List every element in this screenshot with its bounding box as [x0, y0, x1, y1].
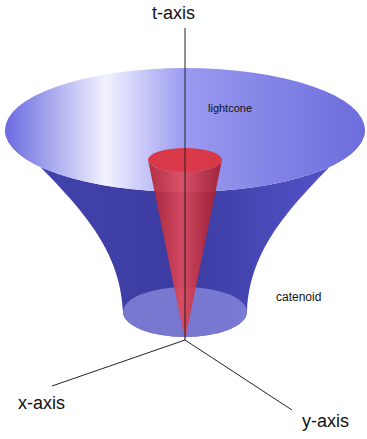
axis-label: x-axis	[18, 394, 65, 412]
axis-label: t-axis	[152, 4, 195, 22]
y-axis-line	[185, 340, 292, 410]
axis-label: y-axis	[302, 412, 349, 430]
x-axis-line	[52, 340, 185, 386]
surface-label: lightcone	[208, 103, 252, 114]
surface-label: catenoid	[276, 291, 321, 303]
t-axis-line	[185, 28, 186, 340]
